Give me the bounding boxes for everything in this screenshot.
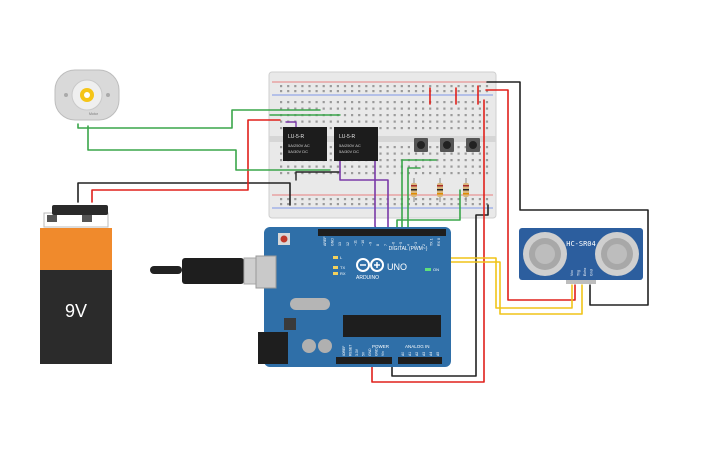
digital-pin-label-1: GND bbox=[331, 238, 335, 246]
digital-pin-label-0: AREF bbox=[323, 236, 327, 246]
tx-label: TX bbox=[340, 265, 345, 270]
usb-cable bbox=[150, 257, 275, 285]
analog-pin-label-2: A2 bbox=[415, 352, 419, 356]
digital-pin-label-15: RX 0 bbox=[437, 238, 441, 246]
digital-pin-label-7: 8 bbox=[376, 244, 380, 246]
relay-2-rating-ac: 5A/250V AC bbox=[339, 143, 361, 148]
reset-button-icon[interactable] bbox=[278, 233, 290, 245]
analog-label: ANALOG IN bbox=[405, 344, 430, 349]
analog-pin-label-1: A1 bbox=[408, 352, 412, 356]
resistor-2 bbox=[437, 178, 443, 202]
wire-black-gnd-arduino bbox=[391, 204, 489, 377]
power-pin-label-2: 3.3V bbox=[355, 348, 359, 356]
resistor-1 bbox=[411, 178, 417, 202]
wire-red-5v-sensor bbox=[485, 89, 576, 301]
push-button-1[interactable] bbox=[414, 138, 428, 152]
analog-pin-label-5: A5 bbox=[436, 352, 440, 356]
model-label: UNO bbox=[387, 262, 407, 272]
wire-green-button-2 bbox=[407, 167, 421, 229]
digital-pin-label-10: ~5 bbox=[399, 242, 403, 246]
sensor-pin-label-0: Vcc bbox=[570, 270, 574, 276]
wire-purple-relay-3 bbox=[339, 159, 389, 233]
relay-1-rating-ac: 5A/250V AC bbox=[288, 143, 310, 148]
wire-red-5v-arduino bbox=[371, 99, 485, 383]
on-label: ON bbox=[433, 267, 439, 272]
rx-label: RX bbox=[340, 271, 346, 276]
digital-pin-label-3: 12 bbox=[346, 242, 350, 246]
ultrasonic-transducer-left-icon bbox=[523, 232, 567, 276]
power-pin-label-6: Vin bbox=[381, 351, 385, 356]
digital-pin-label-2: 13 bbox=[338, 242, 342, 246]
digital-label: DIGITAL (PWM~) bbox=[389, 246, 428, 252]
dc-motor[interactable]: Motor bbox=[54, 69, 120, 121]
battery-9v[interactable]: 9V bbox=[40, 205, 112, 364]
wires bbox=[77, 81, 649, 383]
arduino-logo-icon bbox=[356, 258, 384, 272]
digital-pin-label-5: ~10 bbox=[361, 240, 365, 246]
relay-2: LU-5-R 5A/250V AC 5A/30V DC bbox=[334, 127, 378, 161]
power-pin-label-3: 5V bbox=[362, 351, 366, 356]
wire-black-battery bbox=[77, 182, 291, 206]
relay-1: LU-5-R 5A/250V AC 5A/30V DC bbox=[283, 127, 327, 161]
power-pin-label-5: GND bbox=[375, 348, 379, 356]
wire-yellow-trig bbox=[424, 257, 573, 309]
wire-green-button-1 bbox=[401, 159, 437, 229]
wire-green-motor-1 bbox=[77, 109, 321, 129]
wire-black-breadboard bbox=[295, 171, 341, 181]
sensor-pin-label-3: Gnd bbox=[590, 269, 594, 276]
relay-2-title: LU-5-R bbox=[339, 134, 356, 140]
push-button-2[interactable] bbox=[440, 138, 454, 152]
digital-pin-label-11: 4 bbox=[407, 244, 411, 246]
power-pin-label-4: GND bbox=[368, 348, 372, 356]
digital-pin-label-6: ~9 bbox=[369, 242, 373, 246]
wire-red-battery bbox=[91, 119, 281, 203]
battery-label: 9V bbox=[65, 301, 87, 321]
atmega-chip bbox=[343, 315, 441, 337]
analog-pin-label-0: A0 bbox=[401, 352, 405, 356]
digital-pin-label-4: ~11 bbox=[353, 240, 357, 246]
digital-pin-label-12: ~3 bbox=[414, 242, 418, 246]
power-pin-label-1: RESET bbox=[349, 345, 353, 356]
digital-pin-label-14: TX 1 bbox=[429, 238, 433, 246]
motor-label: Motor bbox=[89, 112, 99, 116]
sensor-pin-label-2: Echo bbox=[583, 268, 587, 276]
wire-green-button-3 bbox=[396, 189, 461, 229]
digital-pin-label-8: 7 bbox=[384, 244, 388, 246]
ultrasonic-transducer-right-icon bbox=[595, 232, 639, 276]
relay-1-title: LU-5-R bbox=[288, 134, 305, 140]
power-label: POWER bbox=[372, 344, 390, 349]
l-label: L bbox=[340, 255, 343, 260]
relay-1-rating-dc: 5A/30V DC bbox=[288, 149, 308, 154]
analog-pin-label-3: A3 bbox=[422, 352, 426, 356]
brand-label: ARDUINO bbox=[356, 275, 379, 281]
relay-2-rating-dc: 5A/30V DC bbox=[339, 149, 359, 154]
analog-pin-label-4: A4 bbox=[429, 352, 433, 356]
arduino-power-jack bbox=[258, 332, 288, 364]
wire-green-motor-2 bbox=[87, 125, 331, 171]
push-button-3[interactable] bbox=[466, 138, 480, 152]
sensor-pin-label-1: Trig bbox=[577, 270, 581, 276]
motor-shaft-icon bbox=[80, 88, 94, 102]
wire-yellow-echo bbox=[424, 261, 583, 315]
sensor-model-label: HC-SR04 bbox=[566, 240, 596, 248]
digital-pin-label-9: ~6 bbox=[391, 242, 395, 246]
resistor-3 bbox=[463, 178, 469, 202]
digital-pin-label-13: 2 bbox=[422, 244, 426, 246]
arduino-usb-port bbox=[255, 255, 277, 289]
wire-black-gnd-sensor bbox=[486, 81, 649, 306]
power-pin-label-0: IOREF bbox=[342, 346, 346, 356]
